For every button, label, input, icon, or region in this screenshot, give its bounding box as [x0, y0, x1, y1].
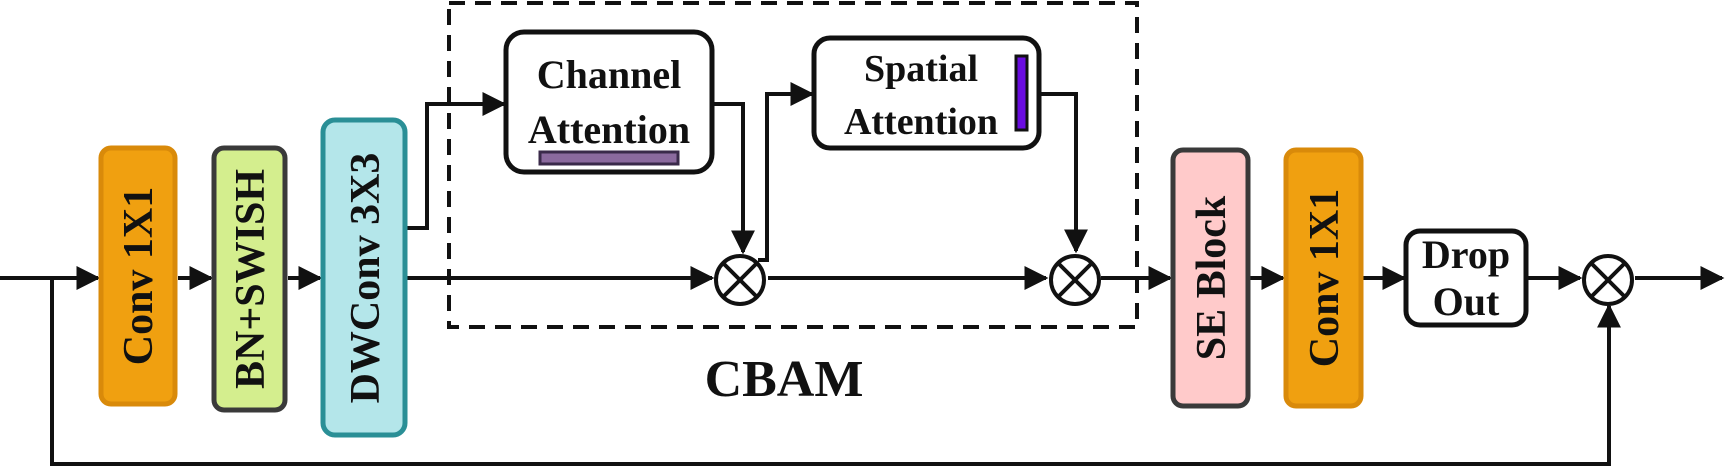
conv1x1-block-2-border — [1283, 147, 1364, 409]
bn-swish-block-box — [214, 148, 285, 410]
dropout-line1: Drop — [1422, 232, 1510, 277]
channel-attention-line2: Attention — [528, 107, 690, 152]
dropout-block: Drop Out — [1403, 228, 1529, 328]
skip-connection — [50, 278, 1621, 466]
arrow-channel-mul1 — [714, 102, 755, 255]
cbam-boundary — [447, 1, 1139, 329]
dropout-block-box — [1403, 228, 1529, 328]
multiply-node-1-cross-b — [721, 261, 759, 299]
channel-attention-bar — [540, 152, 678, 164]
channel-attention-line1: Channel — [537, 52, 682, 97]
conv1x1-block-1-box — [101, 148, 175, 404]
multiply-node-2-cross-b — [1056, 261, 1094, 299]
channel-attention-block: Channel Attention — [503, 29, 715, 175]
cbam-label: CBAM — [705, 351, 864, 408]
conv1x1-block-1: Conv 1X1 — [98, 145, 178, 407]
arrow-mul1-spatial — [758, 82, 815, 262]
conv1x1-block-1-border — [98, 145, 178, 407]
multiply-node-1 — [714, 254, 766, 306]
channel-attention-bar-border — [538, 150, 680, 166]
arrow-dwconv-channel — [406, 92, 507, 230]
bn-swish-block: BN+SWISH — [211, 145, 288, 413]
bn-swish-block-label: BN+SWISH — [228, 169, 274, 389]
dwconv-block-border — [320, 117, 408, 438]
spatial-attention-block: Spatial Attention — [811, 35, 1042, 151]
arrow-spatial-mul2 — [1041, 92, 1088, 254]
se-block-label: SE Block — [1189, 195, 1235, 360]
multiply-node-3 — [1582, 254, 1634, 306]
channel-attention-box — [503, 29, 715, 175]
connections — [0, 82, 1725, 466]
conv1x1-block-2-box — [1286, 150, 1361, 406]
spatial-attention-line1: Spatial — [864, 48, 978, 90]
bn-swish-block-border — [211, 145, 288, 413]
se-block-border — [1170, 147, 1251, 409]
spatial-attention-box — [811, 35, 1042, 151]
conv1x1-block-2-label: Conv 1X1 — [1302, 189, 1348, 368]
multiply-node-2 — [1049, 254, 1101, 306]
conv1x1-block-1-label: Conv 1X1 — [116, 187, 162, 366]
dropout-line2: Out — [1433, 279, 1500, 324]
spatial-attention-line2: Attention — [844, 101, 998, 143]
multiply-node-3-cross-b — [1589, 261, 1627, 299]
se-block-box — [1173, 150, 1248, 406]
dwconv-block-box — [323, 120, 405, 435]
dwconv-block-label: DWConv 3X3 — [343, 153, 389, 404]
dwconv-block: DWConv 3X3 — [320, 117, 408, 438]
conv1x1-block-2: Conv 1X1 — [1283, 147, 1364, 409]
spatial-attention-bar-border — [1014, 54, 1029, 132]
spatial-attention-bar — [1016, 56, 1027, 130]
se-block: SE Block — [1170, 147, 1251, 409]
